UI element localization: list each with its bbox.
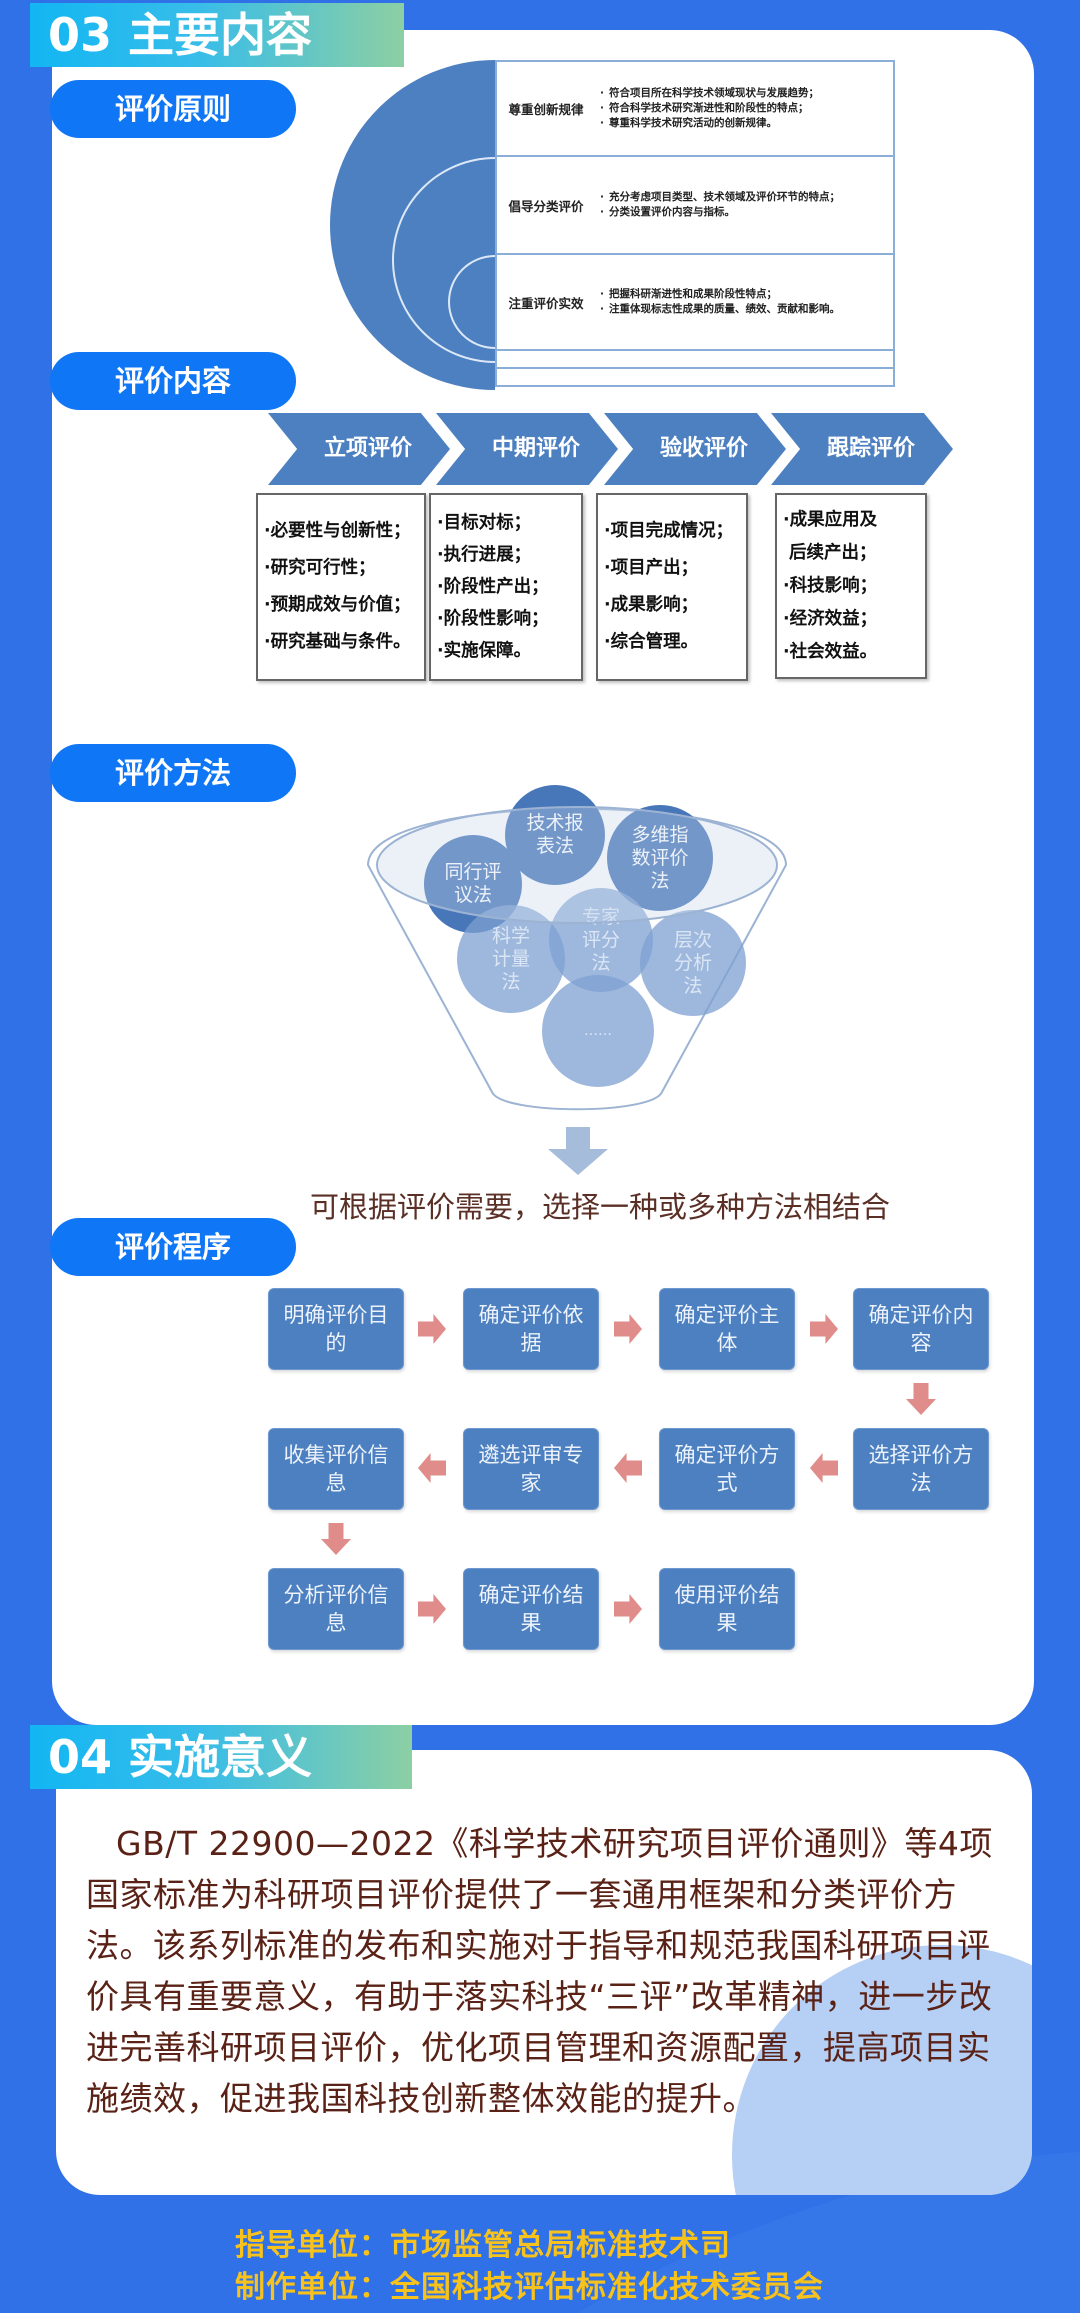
- step-5: 选择评价方法: [853, 1428, 989, 1510]
- step-3: 确定评价主体: [659, 1288, 795, 1370]
- principle-point: 分类设置评价内容与指标。: [595, 205, 840, 220]
- stage-chevron-tracking: 跟踪评价: [771, 413, 953, 485]
- method-label: 科学计量法: [491, 924, 530, 993]
- stage-point: 研究基础与条件。: [264, 624, 418, 661]
- stage-point-continued: 后续产出；: [789, 542, 877, 563]
- principle-points: 符合项目所在科学技术领域现状与发展趋势； 符合科学技术研究渐进性和阶段性的特点；…: [595, 86, 819, 131]
- principle-point: 把握科研渐进性和成果阶段性特点；: [595, 287, 840, 302]
- stage-chevron-midterm: 中期评价: [436, 413, 618, 485]
- methods-heading: 评价方法: [50, 744, 296, 802]
- step-9: 分析评价信息: [268, 1568, 404, 1650]
- stage-point: 综合管理。: [604, 624, 740, 661]
- meaning-paragraph: GB/T 22900—2022《科学技术研究项目评价通则》等4项国家标准为科研项…: [86, 1824, 993, 2118]
- stage-point: 项目产出；: [604, 550, 740, 587]
- stage-point: 成果影响；: [604, 587, 740, 624]
- principles-diagram: 尊重创新规律 符合项目所在科学技术领域现状与发展趋势； 符合科学技术研究渐进性和…: [330, 60, 895, 390]
- stage-point: 阶段性产出；: [437, 571, 575, 603]
- stage-point: 项目完成情况；: [604, 513, 740, 550]
- stage-point: 执行进展；: [437, 539, 575, 571]
- stage-point: 阶段性影响；: [437, 603, 575, 635]
- stage-point: 实施保障。: [437, 635, 575, 667]
- stage-chevron-acceptance: 验收评价: [604, 413, 786, 485]
- principle-box-1: 尊重创新规律 符合项目所在科学技术领域现状与发展趋势； 符合科学技术研究渐进性和…: [495, 60, 895, 157]
- principle-box-3: 注重评价实效 把握科研渐进性和成果阶段性特点； 注重体现标志性成果的质量、绩效、…: [495, 253, 895, 351]
- method-label: 多维指数评价法: [631, 823, 689, 892]
- meaning-panel: [56, 1750, 1032, 2195]
- stage-point: 必要性与创新性；: [264, 513, 418, 550]
- meaning-body-text: GB/T 22900—2022《科学技术研究项目评价通则》等4项国家标准为科研项…: [86, 1818, 1016, 2124]
- method-more: ……: [542, 975, 654, 1087]
- stage-point: 经济效益；: [783, 603, 919, 636]
- stage-points-midterm: 目标对标； 执行进展； 阶段性产出； 阶段性影响； 实施保障。: [429, 493, 583, 681]
- section-03-title: 03 主要内容: [30, 3, 404, 67]
- step-11: 使用评价结果: [659, 1568, 795, 1650]
- method-ahp: 层次分析法: [640, 910, 746, 1016]
- content-heading: 评价内容: [50, 352, 296, 410]
- step-8: 收集评价信息: [268, 1428, 404, 1510]
- stage-points-tracking: 成果应用及 后续产出； 科技影响； 经济效益； 社会效益。: [775, 493, 927, 679]
- principle-point: 符合科学技术研究渐进性和阶段性的特点；: [595, 101, 819, 116]
- principle-title: 注重评价实效: [508, 295, 584, 311]
- principle-point: 符合项目所在科学技术领域现状与发展趋势；: [595, 86, 819, 101]
- step-1: 明确评价目的: [268, 1288, 404, 1370]
- stage-points-initiation: 必要性与创新性； 研究可行性； 预期成效与价值； 研究基础与条件。: [256, 493, 426, 681]
- stage-point: 科技影响；: [783, 570, 919, 603]
- principle-title: 尊重创新规律: [508, 102, 584, 117]
- step-4: 确定评价内容: [853, 1288, 989, 1370]
- method-label: 技术报表法: [526, 812, 584, 857]
- principle-box-empty: [495, 367, 895, 387]
- stage-point: 研究可行性；: [264, 550, 418, 587]
- section-04-title: 04 实施意义: [30, 1725, 412, 1789]
- principle-box-2: 倡导分类评价 充分考虑项目类型、技术领域及评价环节的特点； 分类设置评价内容与指…: [495, 155, 895, 255]
- step-2: 确定评价依据: [463, 1288, 599, 1370]
- methods-note: 可根据评价需要，选择一种或多种方法相结合: [310, 1190, 891, 1224]
- methods-funnel: 技术报表法 多维指数评价法 同行评议法 科学计量法 专家评分法 层次分析法 ……: [362, 770, 792, 1120]
- method-label: 同行评议法: [444, 861, 502, 906]
- principles-heading: 评价原则: [50, 80, 296, 138]
- principle-points: 充分考虑项目类型、技术领域及评价环节的特点； 分类设置评价内容与指标。: [595, 190, 840, 220]
- stage-points-acceptance: 项目完成情况； 项目产出； 成果影响； 综合管理。: [596, 493, 748, 681]
- step-10: 确定评价结果: [463, 1568, 599, 1650]
- procedure-heading: 评价程序: [50, 1218, 296, 1276]
- step-6: 确定评价方式: [659, 1428, 795, 1510]
- stage-point: 预期成效与价值；: [264, 587, 418, 624]
- stage-chevron-initiation: 立项评价: [268, 413, 450, 485]
- method-label: 层次分析法: [673, 928, 712, 997]
- principle-title: 倡导分类评价: [508, 198, 584, 214]
- guiding-unit: 指导单位：市场监管总局标准技术司: [235, 2228, 731, 2263]
- producing-unit: 制作单位：全国科技评估标准化技术委员会: [235, 2270, 824, 2305]
- method-scientometrics: 科学计量法: [457, 905, 565, 1013]
- principle-point: 注重体现标志性成果的质量、绩效、贡献和影响。: [595, 302, 840, 317]
- method-label: ……: [584, 1022, 612, 1039]
- arrow-down-icon: [548, 1127, 608, 1175]
- principle-point: 充分考虑项目类型、技术领域及评价环节的特点；: [595, 190, 840, 205]
- principle-box-empty: [495, 349, 895, 369]
- principle-point: 尊重科学技术研究活动的创新规律。: [595, 116, 819, 131]
- stage-point: 成果应用及: [783, 504, 919, 537]
- principle-points: 把握科研渐进性和成果阶段性特点； 注重体现标志性成果的质量、绩效、贡献和影响。: [595, 287, 840, 317]
- method-label: 专家评分法: [581, 905, 620, 974]
- step-7: 遴选评审专家: [463, 1428, 599, 1510]
- stage-point: 社会效益。: [783, 636, 919, 669]
- stage-point: 目标对标；: [437, 507, 575, 539]
